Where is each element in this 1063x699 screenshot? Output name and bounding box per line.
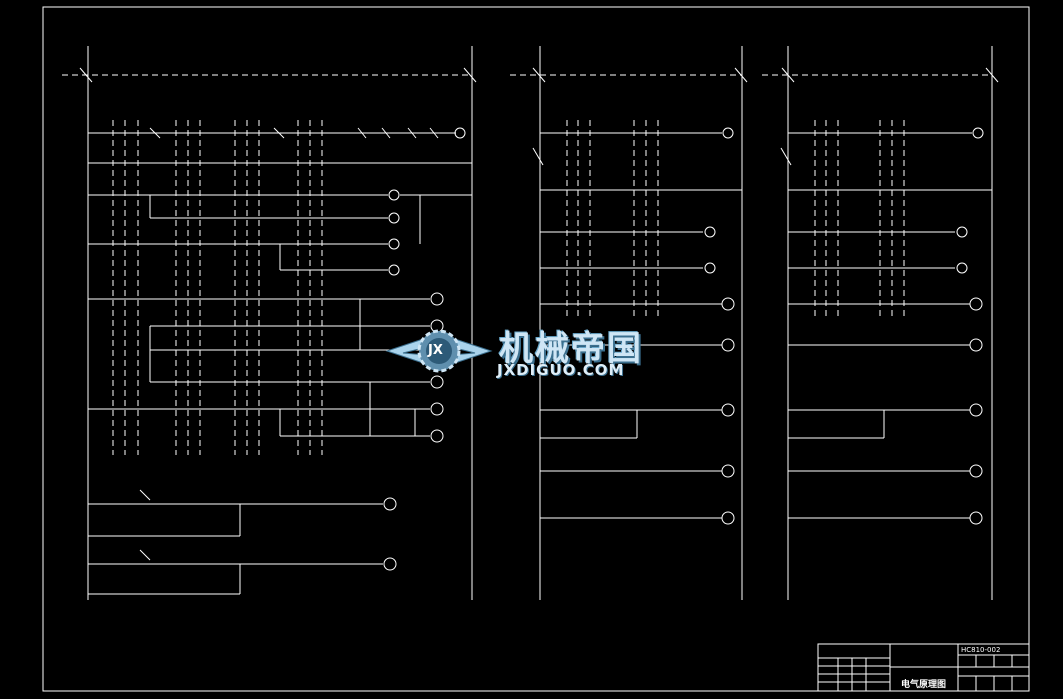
drawing-number: HC810-002 bbox=[961, 646, 1001, 654]
logo-letters: JX bbox=[428, 343, 443, 358]
drawing-frame bbox=[42, 6, 1030, 692]
brand-title: 机械帝国 bbox=[499, 329, 643, 369]
watermark: JX 机械帝国 JXDIGUO.COM bbox=[383, 317, 683, 385]
right-circuit-section bbox=[762, 46, 999, 600]
brand-url: JXDIGUO.COM bbox=[497, 361, 625, 379]
middle-circuit-section bbox=[510, 46, 748, 600]
gear-wings-logo-icon bbox=[385, 329, 493, 373]
left-circuit-section bbox=[62, 46, 477, 600]
drawing-title: 电气原理图 bbox=[901, 680, 947, 690]
title-block bbox=[817, 643, 1030, 692]
